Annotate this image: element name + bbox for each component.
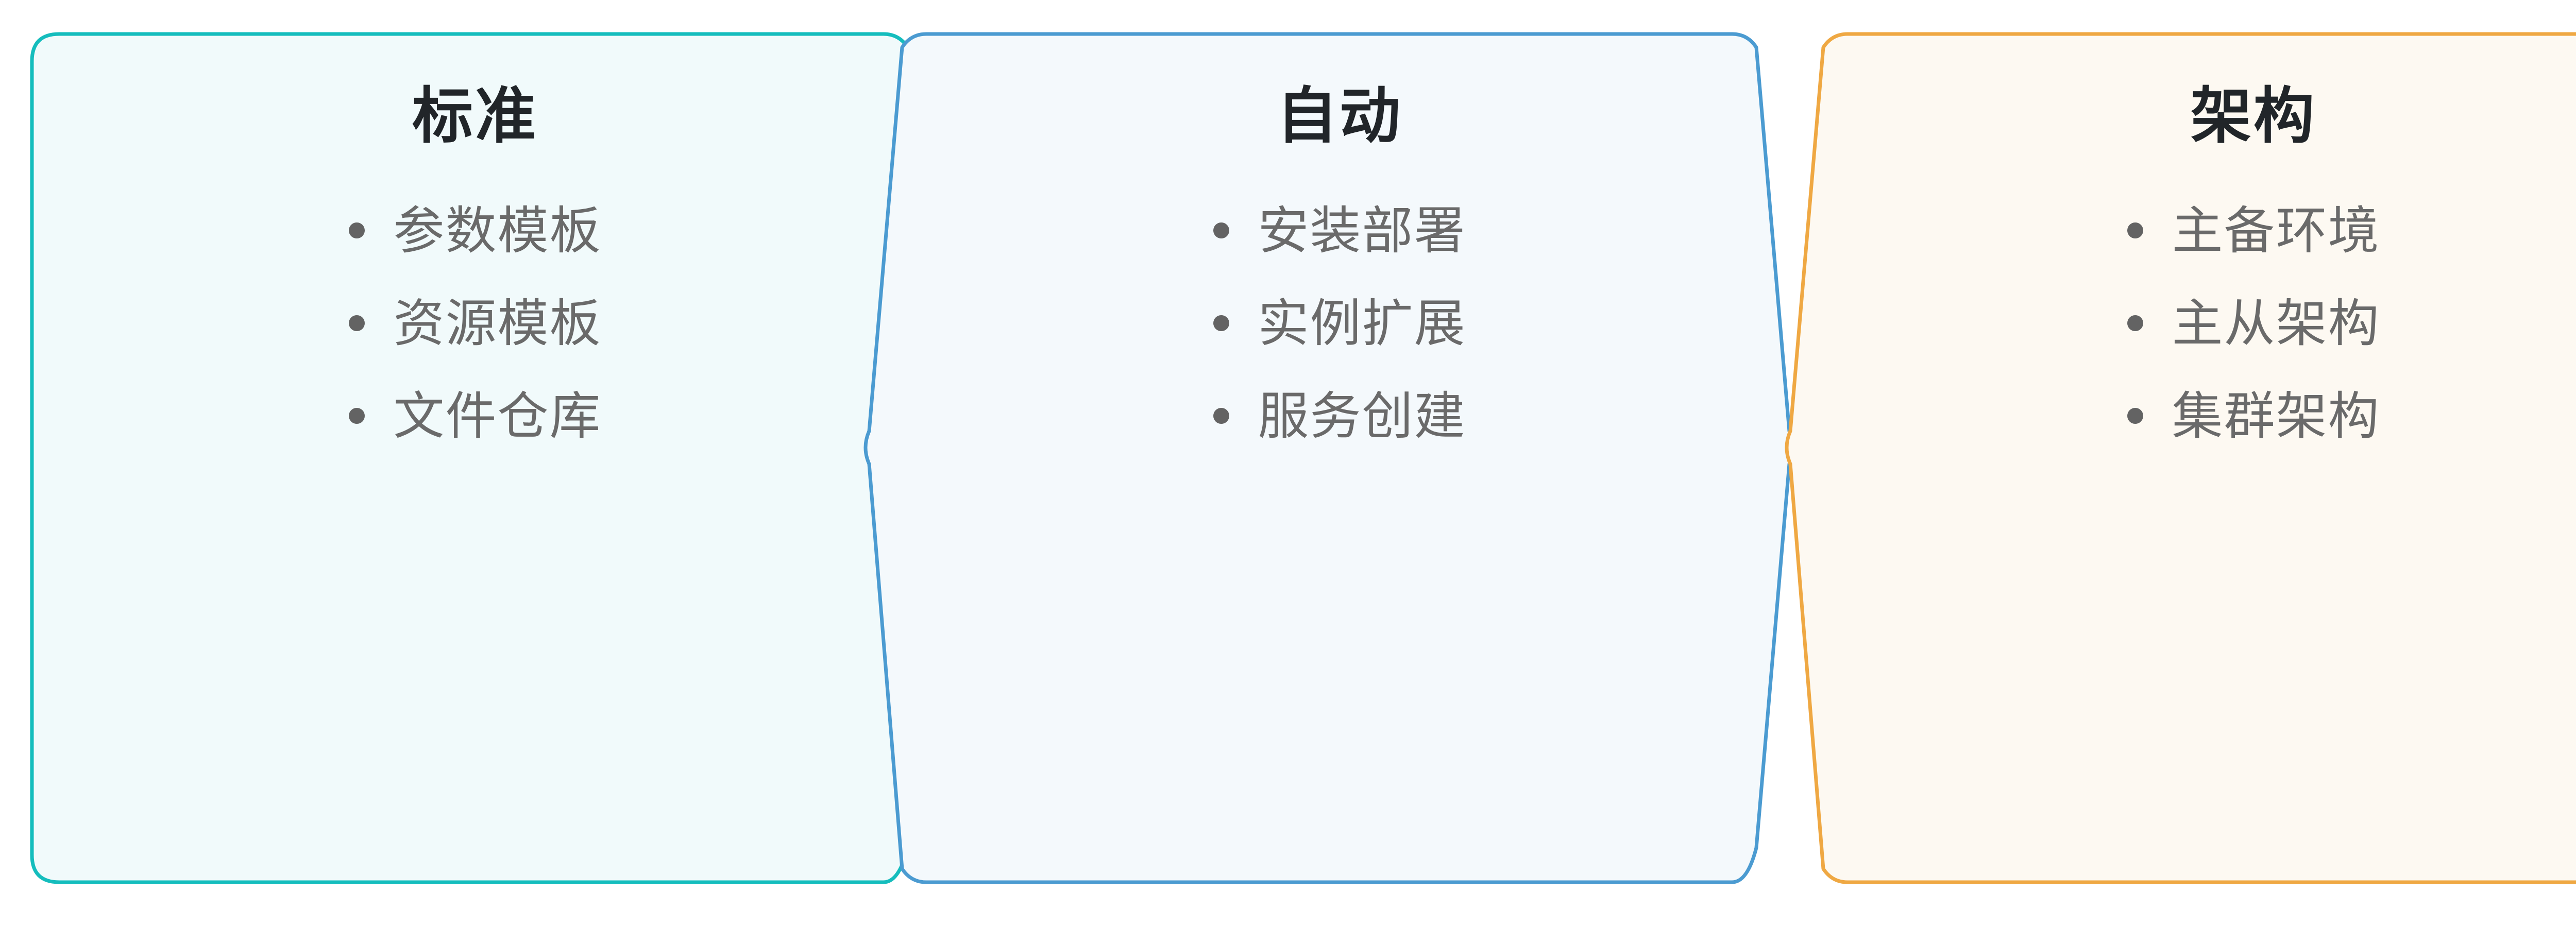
stage-shape-architecture [1785,32,2576,884]
process-stage-automatic[interactable] [855,0,1880,927]
stage-shape-automatic [863,32,1795,884]
process-stage-architecture[interactable] [1772,0,2576,927]
